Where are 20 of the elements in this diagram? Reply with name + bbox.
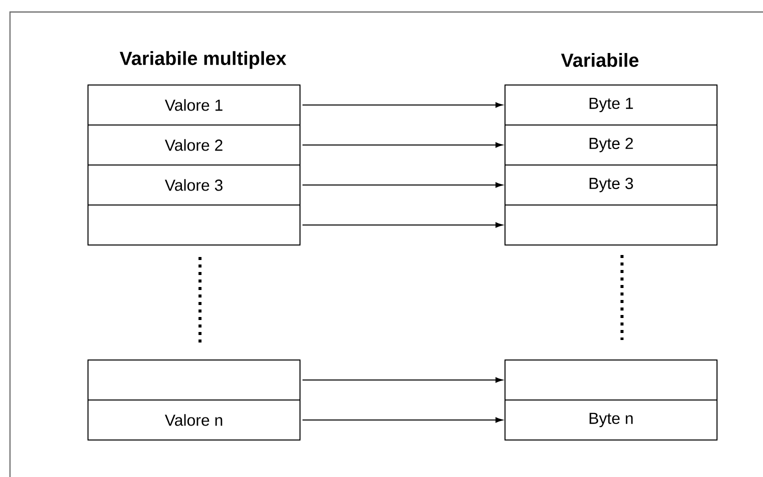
empty-cell — [504, 204, 718, 246]
table-cell: Byte 3 — [504, 164, 718, 206]
empty-cell — [504, 360, 718, 400]
arrow — [302, 222, 503, 228]
table-cell: Valore 1 — [88, 84, 300, 126]
empty-cell — [88, 204, 300, 246]
arrow — [302, 182, 503, 188]
table-cell: Valore 2 — [88, 124, 300, 166]
arrow — [302, 142, 503, 148]
table-cell: Byte 1 — [504, 84, 718, 126]
table-cell: Valore 3 — [88, 164, 300, 206]
arrow — [302, 102, 503, 108]
table-cell: Byte n — [504, 400, 718, 440]
empty-cell — [88, 360, 300, 400]
arrow — [302, 417, 503, 423]
table-cell: Byte 2 — [504, 124, 718, 166]
arrow — [302, 377, 503, 383]
column-heading: Variabile multiplex — [120, 51, 286, 69]
table-cell: Valore n — [88, 400, 300, 440]
column-heading: Variabile — [561, 53, 638, 67]
